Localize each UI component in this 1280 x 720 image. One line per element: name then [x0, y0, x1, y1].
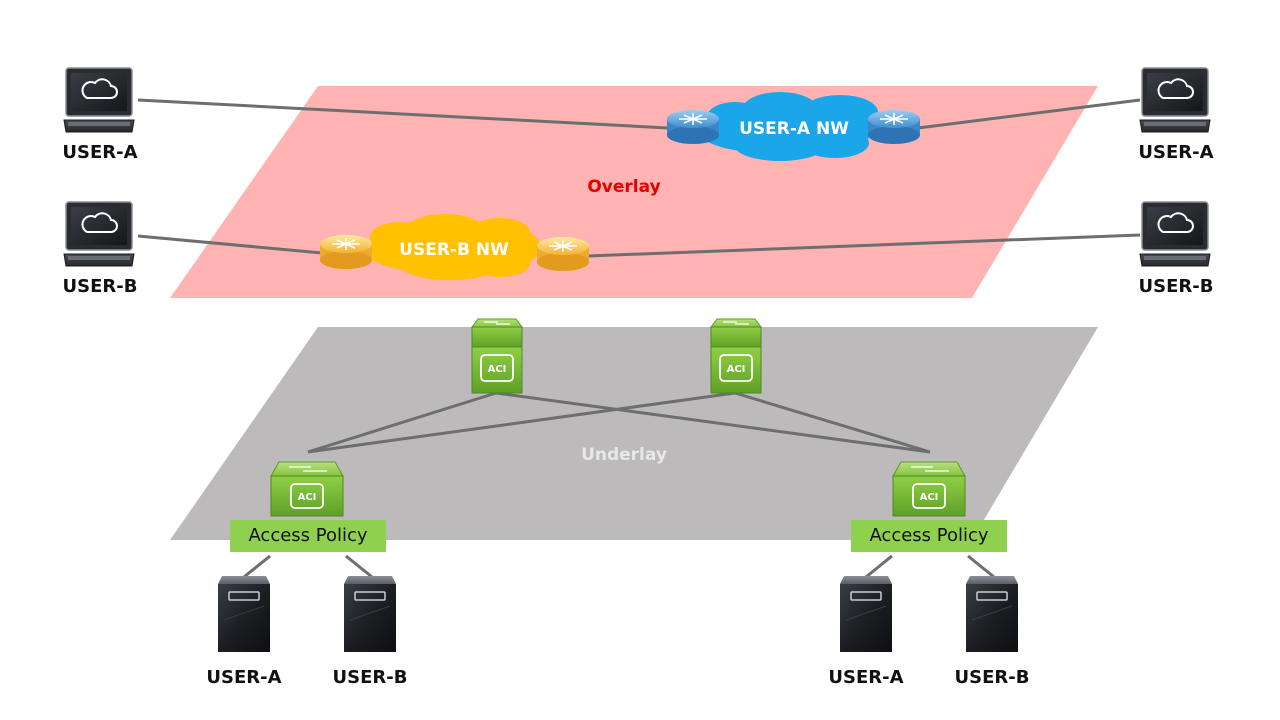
overlay-links: [137, 98, 1141, 258]
link-user-b-left: [137, 234, 323, 255]
server-label: USER-A: [206, 667, 282, 688]
user-a-network-cloud: [698, 92, 878, 161]
link-user-a-right: [917, 98, 1141, 130]
laptop-cloud-icon: [63, 201, 135, 267]
client-label: USER-A: [62, 142, 138, 163]
underlay-label: Underlay: [581, 445, 667, 465]
overlay-label: Overlay: [587, 177, 661, 197]
router-icon: [867, 109, 921, 145]
link-spine2-leaf2: [734, 391, 931, 454]
client-label: USER-B: [1138, 276, 1214, 297]
router-icon: [319, 234, 373, 270]
link-leaf1-server2: [345, 554, 373, 579]
link-spine2-leaf1: [307, 391, 736, 454]
user-b-network-cloud: [366, 214, 540, 280]
router-icon: [536, 236, 590, 272]
access-policy-label: Access Policy: [230, 520, 386, 552]
aci-spine-switch-icon: [471, 318, 523, 394]
access-policy-label: Access Policy: [851, 520, 1007, 552]
underlay-plane: [170, 327, 1098, 540]
server-icon: [965, 575, 1019, 653]
client-label: USER-A: [1138, 142, 1214, 163]
server-label: USER-B: [954, 667, 1030, 688]
underlay-links: [243, 391, 995, 579]
user-b-network-label: USER-B NW: [399, 240, 509, 260]
user-a-network-label: USER-A NW: [739, 119, 849, 139]
server-icon: [839, 575, 893, 653]
server-label: USER-A: [828, 667, 904, 688]
aci-spine-switch-icon: [710, 318, 762, 394]
link-user-b-right: [587, 233, 1141, 258]
link-leaf2-server4: [967, 554, 995, 579]
laptop-cloud-icon: [1139, 67, 1211, 133]
laptop-cloud-icon: [1139, 201, 1211, 267]
aci-leaf-switch-icon: [892, 461, 966, 517]
server-icon: [343, 575, 397, 653]
client-label: USER-B: [62, 276, 138, 297]
link-spine1-leaf1: [307, 391, 497, 454]
link-spine1-leaf2: [495, 391, 931, 454]
link-leaf1-server1: [243, 554, 271, 579]
link-user-a-left: [137, 98, 669, 130]
server-icon: [217, 575, 271, 653]
link-leaf2-server3: [865, 554, 893, 579]
server-label: USER-B: [332, 667, 408, 688]
router-icon: [666, 109, 720, 145]
laptop-cloud-icon: [63, 67, 135, 133]
aci-leaf-switch-icon: [270, 461, 344, 517]
